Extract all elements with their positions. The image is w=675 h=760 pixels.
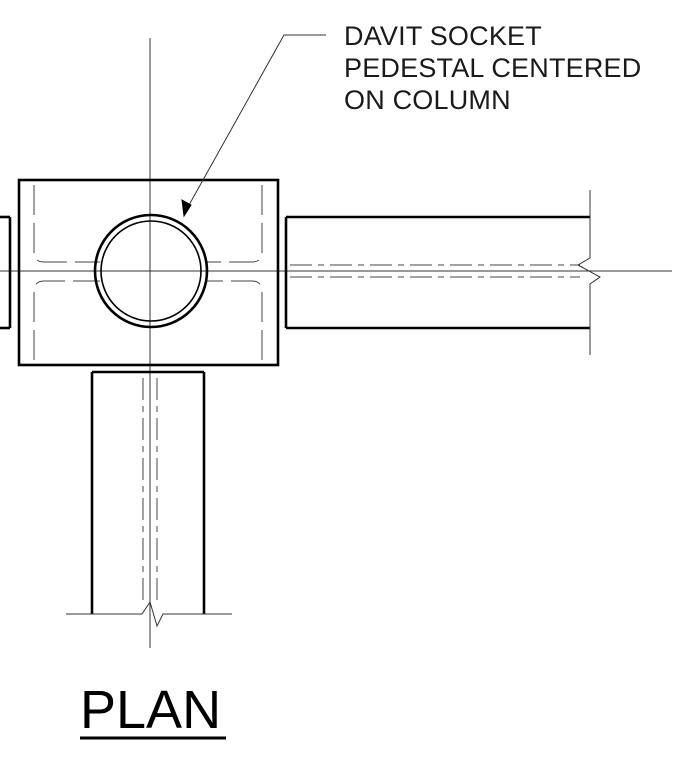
pedestal-plate [17, 178, 280, 367]
note-line-2: PEDESTAL CENTERED [344, 53, 641, 83]
drawing-title: PLAN [80, 680, 221, 740]
socket-outer-ring [93, 213, 209, 329]
hidden-column-outline [33, 185, 263, 360]
socket-inner-ring [100, 220, 202, 322]
left-beam-stub [0, 215, 12, 330]
note-line-1: DAVIT SOCKET [344, 21, 542, 51]
leader-arrowhead [181, 199, 192, 218]
right-beam [284, 190, 601, 355]
note-leader [181, 34, 326, 218]
note-line-3: ON COLUMN [344, 85, 511, 115]
lower-column [66, 370, 232, 628]
